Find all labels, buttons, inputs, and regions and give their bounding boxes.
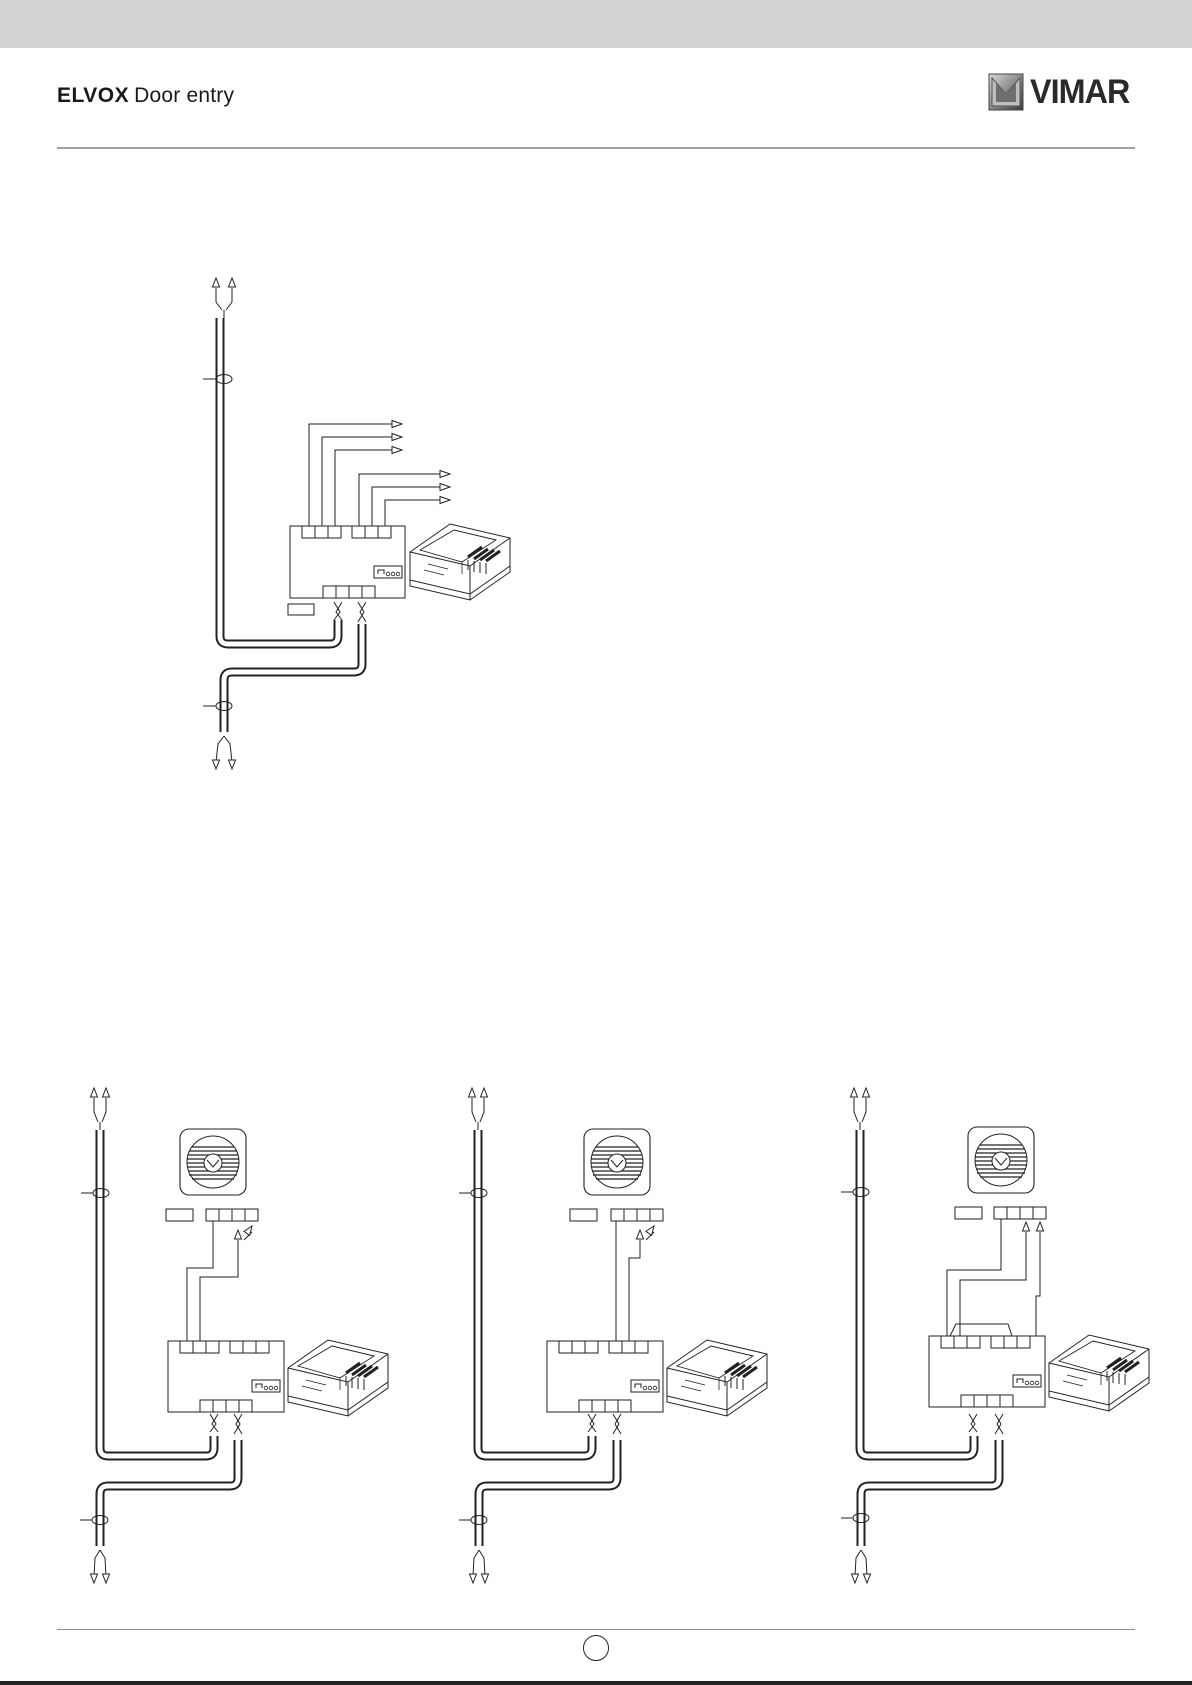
diagram-bottom-middle xyxy=(459,1088,767,1583)
page-number-circle xyxy=(583,1635,609,1661)
page-number xyxy=(584,1636,608,1660)
footer-rule xyxy=(57,1629,1135,1630)
diagram-top xyxy=(203,278,510,769)
diagram-bottom-left xyxy=(80,1088,388,1583)
footer-bar xyxy=(0,1681,1192,1685)
diagram-bottom-right xyxy=(841,1088,1149,1583)
